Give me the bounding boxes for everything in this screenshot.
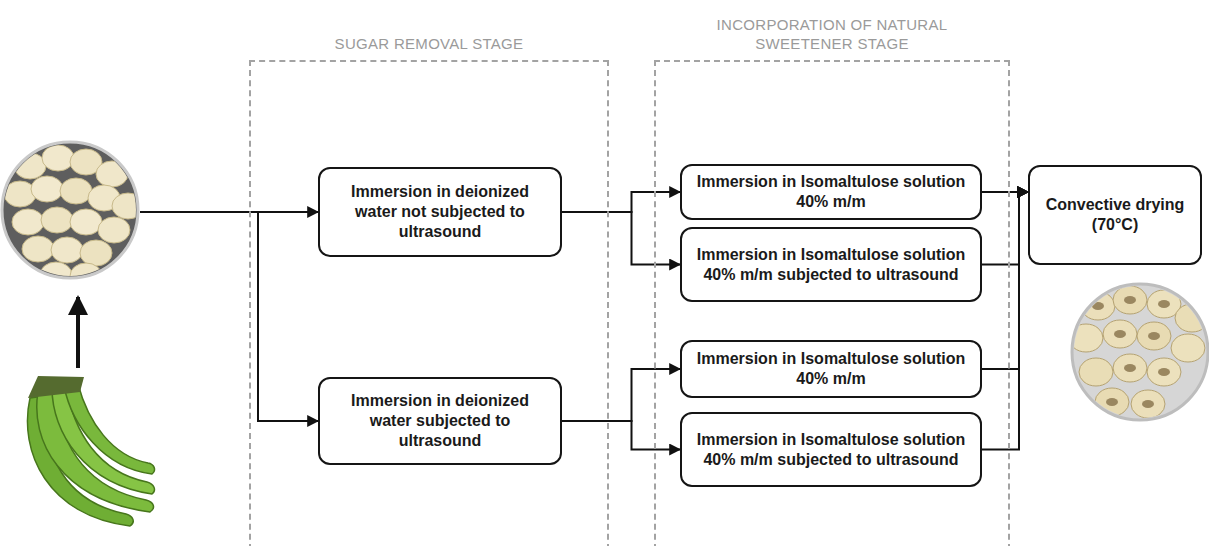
dried-slice <box>1095 388 1129 416</box>
banana-slice <box>51 237 83 263</box>
stage-region: SUGAR REMOVAL STAGEImmersion in deionize… <box>249 60 609 546</box>
box-label: Immersion in Isomaltulose solution 40% m… <box>692 430 970 470</box>
box-label: Immersion in deionized water not subject… <box>330 182 550 242</box>
banana <box>64 384 155 474</box>
banana-slice <box>42 145 74 171</box>
dried-slice <box>1113 286 1147 314</box>
flow-arrow <box>562 212 680 265</box>
process-box: Immersion in deionized water subjected t… <box>318 377 562 465</box>
slice-core <box>1158 300 1170 308</box>
fresh-slices-photo <box>2 142 144 289</box>
process-box: Immersion in Isomaltulose solution 40% m… <box>680 164 982 220</box>
banana-slice <box>40 262 72 288</box>
banana-slice <box>31 176 63 202</box>
process-box: Convective drying (70°C) <box>1028 165 1202 265</box>
banana-slice <box>80 240 112 266</box>
green-bananas <box>27 376 154 526</box>
box-label: Immersion in deionized water subjected t… <box>330 391 550 451</box>
dried-slice <box>1079 358 1113 386</box>
banana-slice <box>41 207 73 233</box>
dried-slice <box>1131 390 1165 418</box>
banana-slice <box>70 209 102 235</box>
slice-core <box>1148 332 1160 340</box>
process-arrow <box>76 297 80 368</box>
slice-core <box>1158 368 1170 376</box>
photo-ground <box>1072 284 1208 420</box>
dried-slice <box>1113 354 1147 382</box>
banana-slice <box>60 178 92 204</box>
dried-slices-photo <box>1069 284 1209 420</box>
slice-core <box>1124 296 1136 304</box>
banana-stem <box>28 376 84 398</box>
dried-slice <box>1147 358 1181 386</box>
feed-line <box>258 212 318 421</box>
flow-arrow <box>562 192 680 212</box>
flow-arrow <box>562 369 680 421</box>
stage-title: INCORPORATION OF NATURAL SWEETENER STAGE <box>687 15 977 53</box>
banana-slice <box>96 161 128 187</box>
banana-slice <box>98 217 130 243</box>
box-label: Immersion in Isomaltulose solution 40% m… <box>692 245 970 285</box>
stage-heading: INCORPORATION OF NATURAL SWEETENER STAGE <box>656 15 1008 53</box>
process-box: Immersion in deionized water not subject… <box>318 167 562 257</box>
process-box: Immersion in Isomaltulose solution 40% m… <box>680 412 982 487</box>
process-box: Immersion in Isomaltulose solution 40% m… <box>680 227 982 302</box>
dried-slice <box>1171 334 1205 362</box>
photo-rim <box>2 142 138 278</box>
banana-slice <box>22 236 54 262</box>
process-box: Immersion in Isomaltulose solution 40% m… <box>680 340 982 398</box>
box-label: Convective drying (70°C) <box>1040 195 1190 235</box>
flow-arrow <box>982 192 1028 369</box>
dried-slice <box>1103 320 1137 348</box>
box-label: Immersion in Isomaltulose solution 40% m… <box>692 172 970 212</box>
photo-rim <box>1072 284 1208 420</box>
slice-core <box>1114 330 1126 338</box>
banana-slice <box>4 181 36 207</box>
slice-core <box>1142 400 1154 408</box>
stage-region: INCORPORATION OF NATURAL SWEETENER STAGE… <box>654 60 1010 546</box>
slice-core <box>1124 364 1136 372</box>
stage-title: SUGAR REMOVAL STAGE <box>335 34 524 53</box>
stage-heading: SUGAR REMOVAL STAGE <box>251 34 607 53</box>
box-label: Immersion in Isomaltulose solution 40% m… <box>692 349 970 389</box>
dried-slice <box>1081 292 1115 320</box>
feed-line <box>140 211 318 213</box>
flow-arrow <box>562 421 680 450</box>
slice-core <box>1106 398 1118 406</box>
banana-slice <box>12 209 44 235</box>
flow-arrow <box>982 192 1028 450</box>
dried-slice <box>1137 322 1171 350</box>
flow-arrow <box>982 192 1028 265</box>
